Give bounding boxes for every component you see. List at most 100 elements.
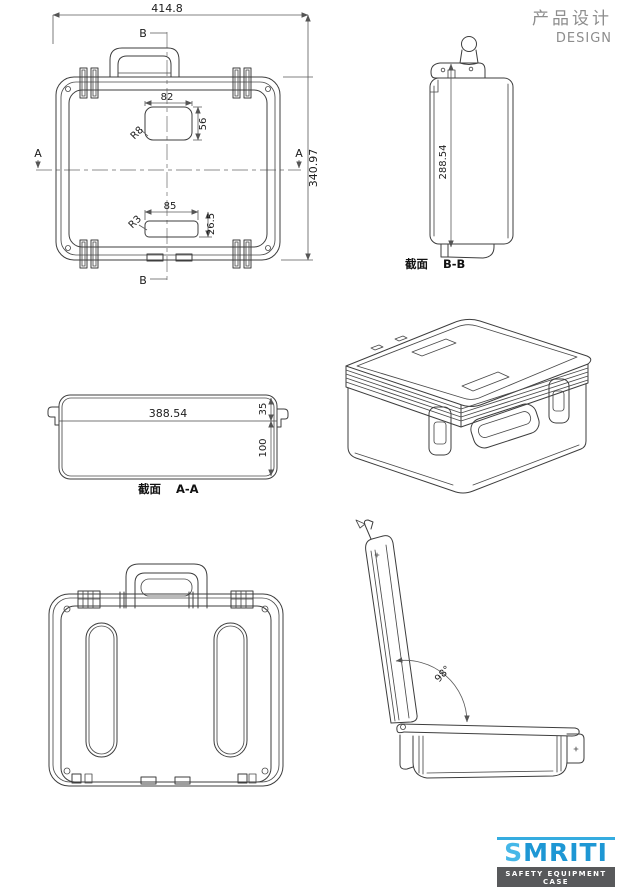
latch-strap-inner	[92, 69, 97, 97]
left-bracket	[399, 734, 414, 770]
case-section-outline	[58, 394, 278, 480]
latch-strap-inner	[92, 241, 97, 267]
brand-wordmark: SMRITI	[497, 837, 615, 866]
handle-outer	[125, 563, 208, 609]
case-face	[68, 89, 268, 248]
open-view-drawing: 98°	[355, 519, 585, 779]
pivot-cross	[374, 552, 380, 558]
pin-hole	[468, 66, 474, 72]
latch-strap-inner	[81, 241, 86, 267]
latch-block	[230, 590, 254, 609]
back-view-drawing	[48, 563, 284, 787]
brand-logo: SMRITI SAFETY EQUIPMENT CASE	[497, 837, 615, 887]
sheet-header: 产品设计 DESIGN	[532, 4, 612, 46]
recess-stadium-right	[213, 622, 248, 758]
section-bb-height-text: 288.54	[438, 145, 449, 180]
dim-width-text: 414.8	[151, 2, 183, 15]
bottom-foot	[140, 776, 157, 785]
latch-strap-inner	[81, 69, 86, 97]
case-section-inner	[61, 397, 275, 477]
bottom-foot	[146, 253, 164, 262]
lid-front-ribs	[345, 369, 462, 422]
corner-screw	[65, 245, 71, 251]
open-angle-text: 98°	[433, 664, 453, 685]
recess-top-radius-text: R8	[129, 125, 146, 142]
handle-opening	[117, 55, 172, 78]
bottom-latch-mark	[84, 773, 93, 784]
bracket-cross	[573, 746, 579, 752]
latch-step	[429, 79, 439, 93]
hinge-knuckle-left	[47, 406, 60, 426]
bottom-latch-mark	[248, 773, 257, 784]
hook-tip	[355, 519, 366, 529]
front-view-drawing: 414.8 340.97 B B A A	[34, 2, 320, 287]
section-aa-lid-text: 35	[258, 403, 269, 416]
recess-stadium-right-inner	[216, 625, 245, 755]
bottom-foot	[175, 253, 193, 262]
recess-top-outline	[144, 106, 193, 141]
hinge-tab	[370, 344, 384, 351]
latch-strap	[232, 239, 241, 269]
recess-stadium-left	[85, 622, 118, 758]
pin-hole	[440, 67, 446, 73]
latch-detail	[77, 590, 101, 609]
lid-recess-panel	[461, 371, 510, 392]
section-aa-width-text: 388.54	[149, 407, 188, 420]
hinge-straps	[119, 591, 194, 609]
recess-bottom-width-text: 85	[164, 201, 177, 212]
latch-strap	[79, 67, 88, 99]
section-aa-label-cn: 截面	[138, 482, 161, 496]
case-rib-line	[60, 81, 276, 256]
section-b-connectors	[150, 32, 167, 280]
latch-strap	[79, 239, 88, 269]
latch-strap	[90, 67, 99, 99]
corner-screw	[63, 767, 71, 775]
top-left-latch	[79, 67, 99, 99]
bottom-foot	[174, 776, 191, 785]
handle-grip	[140, 578, 193, 597]
section-aa-base-text: 100	[258, 438, 269, 457]
recess-stadium-left-inner	[88, 625, 115, 755]
bottom-latch-mark	[237, 773, 248, 784]
lid-top-inner	[356, 324, 578, 400]
recess-bottom-outline	[144, 220, 199, 238]
latch-strap	[90, 239, 99, 269]
section-bb-label-id: B-B	[443, 257, 465, 271]
case-rib-line	[52, 597, 280, 783]
dim-height-text: 340.97	[307, 149, 320, 188]
lid-recess-panel	[411, 338, 457, 357]
base-side-lines	[418, 735, 562, 775]
latch-strap	[243, 239, 252, 269]
brand-letters-rest: MRITI	[523, 838, 608, 867]
top-left-latch	[77, 590, 101, 609]
section-a-left-label: A	[34, 147, 42, 160]
latch-strap-inner	[234, 241, 239, 267]
handle-stem	[459, 49, 479, 65]
corner-screw	[261, 605, 269, 613]
base-cap	[447, 243, 495, 259]
base-notch	[440, 243, 449, 258]
hinge-knuckle-right	[276, 408, 289, 428]
side-latch-inner	[552, 390, 565, 412]
recess-bottom-height-text: 26.5	[206, 213, 217, 235]
brand-tagline: SAFETY EQUIPMENT CASE	[497, 867, 615, 887]
section-a-right-label: A	[295, 147, 303, 160]
section-bb-drawing: 288.54 截面 B-B	[405, 36, 514, 271]
latch-block	[77, 590, 101, 609]
hinge-tab	[394, 335, 408, 342]
bottom-latch-mark	[71, 773, 82, 784]
hinge-pin	[400, 724, 406, 730]
lid-top-face	[345, 318, 592, 407]
recess-bottom-radius-text: R3	[127, 214, 144, 231]
handle-outer	[109, 47, 180, 78]
case-face	[60, 605, 272, 783]
top-right-latch	[232, 67, 252, 99]
corner-screw	[265, 245, 271, 251]
body-section-outline	[429, 77, 514, 245]
lid-top-cap	[430, 62, 486, 79]
base-rim-lines	[400, 723, 576, 737]
handle-outer	[470, 403, 540, 449]
base-bottom-edge	[354, 444, 580, 486]
handle-knob-section	[461, 36, 477, 52]
